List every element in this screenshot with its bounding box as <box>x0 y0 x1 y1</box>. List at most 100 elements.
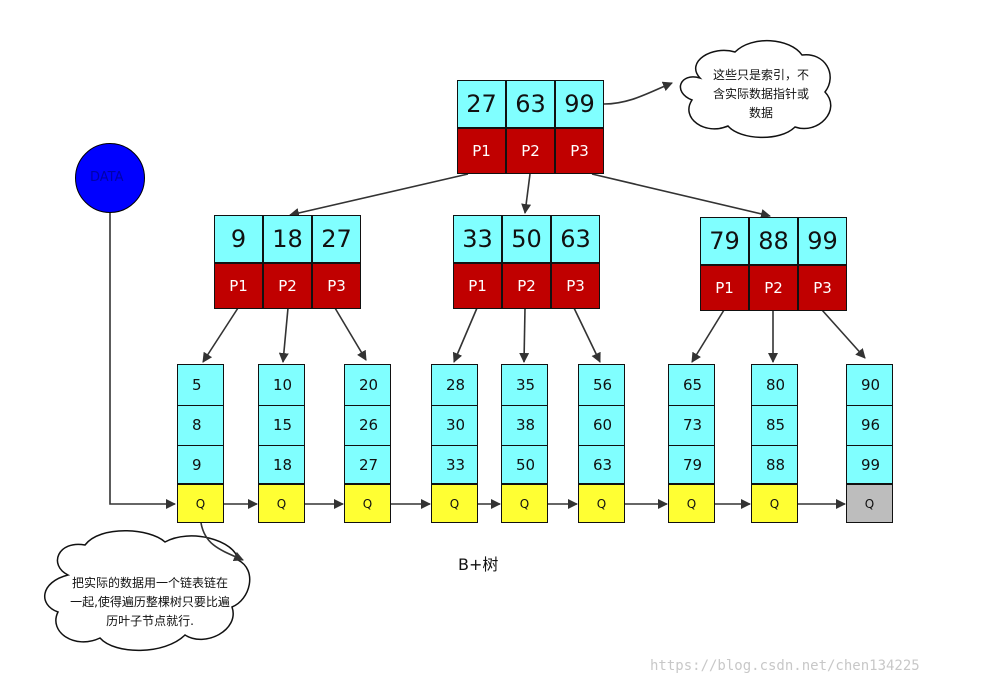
internal-node-1-key: 27 <box>312 215 361 263</box>
internal-node-3-pointer: P2 <box>749 265 798 311</box>
leaf-key: 15 <box>273 416 293 434</box>
leaf-divider <box>345 445 390 446</box>
root-key: 63 <box>506 80 555 128</box>
root-to-internal-arrow <box>289 173 469 218</box>
data-circle-label: DATA <box>90 170 124 185</box>
leaf-key: 73 <box>683 416 703 434</box>
internal-node-3-key: 99 <box>798 217 847 265</box>
callout-line: 数据 <box>748 106 773 120</box>
leaf-key: 5 <box>192 376 202 394</box>
root-key: 99 <box>555 80 604 128</box>
internal-node-2-pointer: P3 <box>551 263 600 309</box>
leaf-divider <box>752 405 797 406</box>
internal-to-leaf-arrow <box>278 307 289 363</box>
leaf-key: 79 <box>683 456 703 474</box>
leaf-divider <box>345 405 390 406</box>
leaf-divider <box>432 445 477 446</box>
internal-node-3-key: 88 <box>749 217 798 265</box>
internal-to-leaf-arrow <box>452 307 478 363</box>
internal-node-1-pointer: P3 <box>312 263 361 309</box>
callout-line: 一起,使得遍历整棵树只要比遍 <box>70 595 230 609</box>
root-pointer: P3 <box>555 128 604 174</box>
leaf-divider <box>502 445 547 446</box>
leaf-key: 50 <box>516 456 536 474</box>
leaf-next-pointer: Q <box>258 484 305 523</box>
internal-node-2-key: 50 <box>502 215 551 263</box>
leaf-divider <box>669 445 714 446</box>
internal-to-leaf-arrow <box>573 307 601 363</box>
internal-node-3-key: 79 <box>700 217 749 265</box>
internal-node-1-pointer: P1 <box>214 263 263 309</box>
linkedlist-callout-cloud <box>43 530 251 652</box>
leaf-next-pointer: Q <box>344 484 391 523</box>
leaf-key: 88 <box>766 456 786 474</box>
leaf-key: 20 <box>359 376 379 394</box>
index-callout-arrow <box>603 81 673 105</box>
internal-node-2-pointer: P1 <box>453 263 502 309</box>
internal-node-3-pointer: P3 <box>798 265 847 311</box>
data-circle <box>75 143 145 213</box>
root-key: 27 <box>457 80 506 128</box>
leaf-key: 35 <box>516 376 536 394</box>
root-pointer: P1 <box>457 128 506 174</box>
leaf-key: 65 <box>683 376 703 394</box>
leaf-key: 26 <box>359 416 379 434</box>
internal-node-1-key: 18 <box>263 215 312 263</box>
leaf-key: 33 <box>446 456 466 474</box>
leaf-key: 99 <box>861 456 881 474</box>
leaf-next-pointer: Q <box>751 484 798 523</box>
leaf-key: 63 <box>593 456 613 474</box>
internal-to-leaf-arrow <box>821 309 866 359</box>
leaf-divider <box>847 445 892 446</box>
leaf-key: 80 <box>766 376 786 394</box>
leaf-node: 65 73 79 <box>668 364 715 484</box>
data-to-leaf-arrow <box>109 213 176 509</box>
leaf-divider <box>178 405 223 406</box>
internal-to-leaf-arrow <box>202 307 239 363</box>
leaf-key: 27 <box>359 456 379 474</box>
leaf-next-pointer: Q <box>431 484 478 523</box>
leaf-divider <box>752 445 797 446</box>
leaf-divider <box>432 405 477 406</box>
root-to-internal-arrow <box>591 173 771 219</box>
internal-to-leaf-arrow <box>691 309 725 363</box>
leaf-key: 9 <box>192 456 202 474</box>
internal-node-2-key: 33 <box>453 215 502 263</box>
watermark: https://blog.csdn.net/chen134225 <box>650 658 920 674</box>
index-callout-text: 这些只是索引，不含实际数据指针或数据 <box>686 66 836 123</box>
leaf-key: 96 <box>861 416 881 434</box>
leaf-next-pointer: Q <box>668 484 715 523</box>
internal-to-leaf-arrow <box>519 307 530 363</box>
root-to-internal-arrow <box>521 173 532 214</box>
leaf-divider <box>178 445 223 446</box>
callout-line: 历叶子节点就行. <box>106 614 194 628</box>
leaf-divider <box>259 445 304 446</box>
callout-line: 把实际的数据用一个链表链在 <box>71 576 228 590</box>
leaf-key: 60 <box>593 416 613 434</box>
leaf-key: 56 <box>593 376 613 394</box>
leaf-divider <box>847 405 892 406</box>
leaf-node: 56 60 63 <box>578 364 625 484</box>
leaf-divider <box>669 405 714 406</box>
diagram-caption: B+树 <box>458 555 499 574</box>
leaf-key: 28 <box>446 376 466 394</box>
leaf-next-pointer: Q <box>177 484 224 523</box>
leaf-divider <box>502 405 547 406</box>
leaf-next-pointer: Q <box>578 484 625 523</box>
leaf-key: 8 <box>192 416 202 434</box>
leaf-node: 5 8 9 <box>177 364 224 484</box>
leaf-next-pointer: Q <box>846 484 893 523</box>
leaf-divider <box>579 445 624 446</box>
index-callout-cloud <box>679 40 832 139</box>
leaf-node: 80 85 88 <box>751 364 798 484</box>
linkedlist-callout-text: 把实际的数据用一个链表链在一起,使得遍历整棵树只要比遍历叶子节点就行. <box>40 574 260 631</box>
linkedlist-callout-arrow <box>200 522 244 561</box>
callout-line: 这些只是索引，不 <box>712 68 809 82</box>
leaf-key: 85 <box>766 416 786 434</box>
internal-node-1-pointer: P2 <box>263 263 312 309</box>
